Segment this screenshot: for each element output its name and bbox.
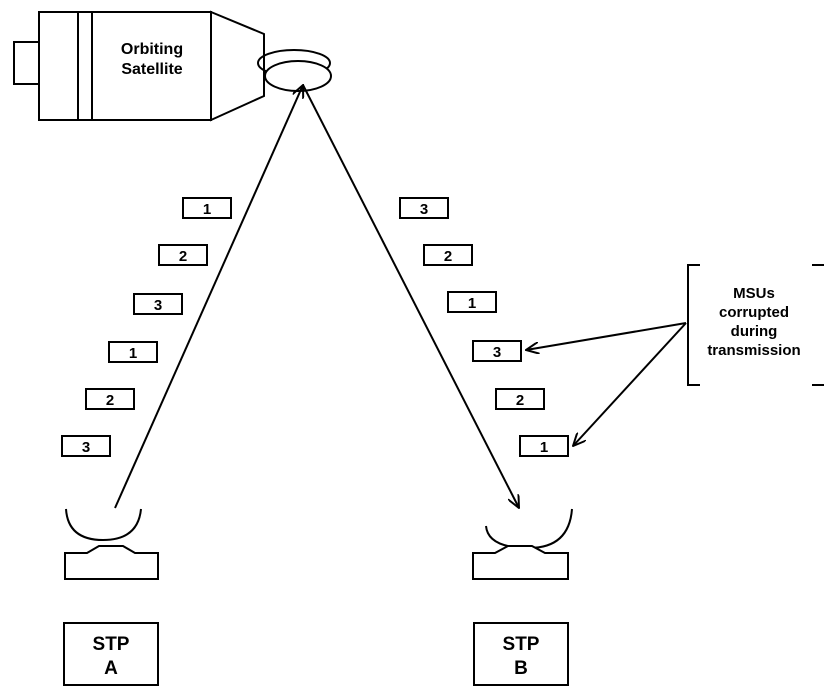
- satellite-panel-stub: [13, 41, 40, 85]
- callout-line3: during: [731, 323, 778, 340]
- satellite-label-line2: Satellite: [121, 61, 182, 78]
- stp-b-label-line1: STP: [503, 634, 540, 655]
- callout-line1: MSUs: [733, 285, 775, 302]
- msu-box: 2: [423, 244, 473, 266]
- msu-box-corrupted: 3: [472, 340, 522, 362]
- ground-station-a: STP A: [63, 508, 159, 686]
- msu-box: 1: [182, 197, 232, 219]
- callout-line2: corrupted: [719, 304, 789, 321]
- msu-number: 2: [444, 248, 452, 265]
- msu-box: 1: [108, 341, 158, 363]
- msu-number: 1: [203, 201, 211, 218]
- stp-b-label-line2: B: [514, 658, 528, 679]
- stp-a-label-line2: A: [104, 658, 118, 679]
- dish-b: [485, 508, 573, 550]
- msu-number: 1: [468, 295, 476, 312]
- corrupted-msus-callout: MSUs corrupted during transmission: [526, 264, 824, 446]
- stp-a-label-line1: STP: [93, 634, 130, 655]
- msu-box-corrupted: 1: [519, 435, 569, 457]
- callout-arrow-upper: [526, 322, 687, 350]
- uplink-msu-list: 1 2 3 1 2 3: [61, 197, 232, 457]
- msu-box: 1: [447, 291, 497, 313]
- msu-number: 2: [516, 392, 524, 409]
- downlink-arrow: [302, 84, 519, 508]
- satellite: Orbiting Satellite: [13, 10, 332, 122]
- callout-line4: transmission: [707, 342, 800, 359]
- dish-a: [65, 508, 142, 542]
- msu-number: 1: [540, 439, 548, 456]
- satellite-dish: [264, 60, 332, 92]
- stp-a-box: STP A: [63, 622, 159, 686]
- satellite-body: [38, 11, 212, 121]
- msu-box: 2: [85, 388, 135, 410]
- msu-number: 3: [493, 344, 501, 361]
- msu-number: 3: [420, 201, 428, 218]
- msu-box: 3: [399, 197, 449, 219]
- callout-bracket-left: [687, 264, 700, 386]
- msu-number: 3: [154, 297, 162, 314]
- msu-number: 2: [179, 248, 187, 265]
- stp-b-box: STP B: [473, 622, 569, 686]
- ground-station-b: STP B: [472, 508, 573, 686]
- msu-box: 2: [495, 388, 545, 410]
- downlink-msu-list: 3 2 1 3 2 1: [399, 197, 569, 457]
- callout-arrow-lower: [573, 322, 687, 446]
- satellite-label-line1: Orbiting: [121, 41, 183, 58]
- antenna-base-a: [64, 545, 159, 580]
- msu-number: 2: [106, 392, 114, 409]
- uplink-arrow: [114, 85, 303, 509]
- msu-box: 3: [133, 293, 183, 315]
- msu-number: 1: [129, 345, 137, 362]
- msu-number: 3: [82, 439, 90, 456]
- antenna-base-b: [472, 545, 569, 580]
- msu-box: 2: [158, 244, 208, 266]
- satellite-nose: [210, 10, 265, 122]
- msu-box: 3: [61, 435, 111, 457]
